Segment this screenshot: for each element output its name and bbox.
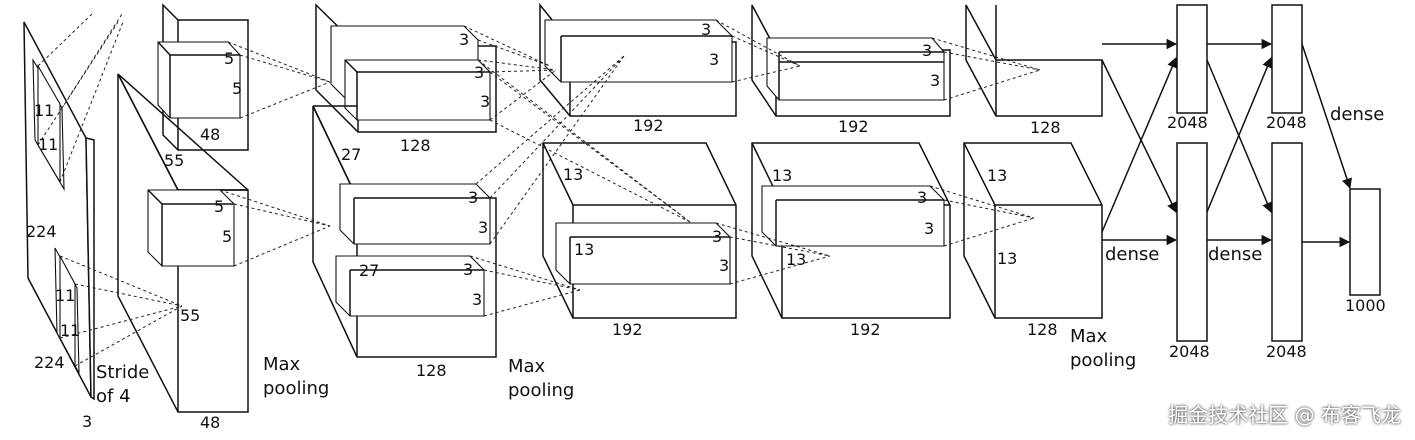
- conv3-k1: 3: [701, 20, 711, 39]
- conv2-depth-top: 128: [400, 136, 431, 155]
- conv3-k3: 3: [712, 227, 722, 246]
- conv5-depth-bottom: 128: [1027, 320, 1058, 339]
- conv3-k2: 3: [709, 50, 719, 69]
- conv4-volume-top: [751, 4, 951, 117]
- fc8-column: [1349, 188, 1381, 296]
- fc6-top-size: 2048: [1167, 113, 1208, 132]
- stride-label-line1: Stride: [96, 362, 149, 383]
- conv4-k4: 3: [924, 219, 934, 238]
- input-kernel-label-c: 11: [55, 286, 75, 305]
- input-width-label: 224: [26, 222, 57, 241]
- conv4-depth-top: 192: [838, 117, 869, 136]
- conv5-size: 13: [987, 166, 1007, 185]
- watermark: 掘金技术社区 @ 布客飞龙: [1168, 403, 1401, 427]
- conv2-k3: 3: [480, 92, 490, 111]
- fc6-dense-label: dense: [1105, 244, 1159, 265]
- conv3-volume-bottom: [542, 142, 737, 319]
- fc6-bottom-column: [1176, 142, 1208, 342]
- conv4-k1: 3: [922, 41, 932, 60]
- conv1-kernel-top-a: 5: [224, 49, 234, 68]
- conv1-volume-top: [157, 3, 249, 151]
- conv4-k3: 3: [917, 188, 927, 207]
- pool3-label-line1: Max: [1070, 326, 1108, 347]
- conv1-kernel-bot-b: 5: [222, 227, 232, 246]
- input-kernel-label-d: 11: [60, 321, 80, 340]
- conv2-k7: 3: [472, 290, 482, 309]
- conv4-k2: 3: [930, 71, 940, 90]
- fc7-top-size: 2048: [1266, 113, 1307, 132]
- pool1-label-line1: Max: [263, 354, 301, 375]
- conv4-size-inner: 13: [786, 250, 806, 269]
- fc6-top-column: [1176, 4, 1208, 114]
- stride-label-line2: of 4: [96, 386, 131, 407]
- conv4-kernel-top: [766, 37, 945, 101]
- conv1-depth-bottom: 48: [200, 413, 220, 432]
- conv1-kernel-bot-a: 5: [214, 197, 224, 216]
- conv4-depth-bottom: 192: [850, 320, 881, 339]
- fc7-bottom-column: [1271, 142, 1303, 342]
- conv1-volume-bottom: [117, 73, 249, 413]
- conv3-size-inner: 13: [574, 240, 594, 259]
- conv2-volume-bottom: [312, 105, 497, 358]
- fc7-dense-label: dense: [1208, 244, 1262, 265]
- fc8-size: 1000: [1345, 296, 1386, 315]
- conv3-depth-bottom: 192: [612, 320, 643, 339]
- conv2-k2: 3: [474, 63, 484, 82]
- conv2-k5: 3: [478, 218, 488, 237]
- conv2-volume-top: [315, 3, 497, 133]
- conv1-size-bottom-label: 55: [180, 306, 200, 325]
- conv1-kernel-top-b: 5: [232, 79, 242, 98]
- conv5-volume-bottom: [963, 142, 1103, 319]
- dense-arrows: [1101, 38, 1352, 248]
- pool2-label-line1: Max: [508, 356, 546, 377]
- pool2-label-line2: pooling: [508, 380, 574, 401]
- input-depth-label: 3: [82, 412, 92, 431]
- input-kernel-label-a: 11: [34, 101, 54, 120]
- conv2-depth-bottom: 128: [416, 361, 447, 380]
- fc7-top-column: [1271, 4, 1303, 114]
- input-kernel-label-b: 11: [38, 135, 58, 154]
- conv2-k1: 3: [459, 30, 469, 49]
- conv4-size: 13: [772, 166, 792, 185]
- conv2-kernel-top: [344, 59, 491, 121]
- conv2-k6: 3: [463, 260, 473, 279]
- conv2-size-inner: 27: [359, 261, 379, 280]
- conv4-volume-bottom: [751, 142, 951, 319]
- conv1-size-label: 55: [164, 151, 184, 170]
- pool1-label-line2: pooling: [263, 378, 329, 399]
- input-height-label: 224: [34, 353, 65, 372]
- fc8-dense-label: dense: [1330, 104, 1384, 125]
- conv2-size: 27: [341, 145, 361, 164]
- conv3-k4: 3: [719, 256, 729, 275]
- pool3-label-line2: pooling: [1070, 350, 1136, 371]
- conv5-depth-top: 128: [1030, 118, 1061, 137]
- conv1-depth-top: 48: [200, 125, 220, 144]
- conv5-size-inner: 13: [997, 249, 1017, 268]
- conv3-size: 13: [563, 165, 583, 184]
- conv3-volume-top: [539, 2, 737, 117]
- conv5-volume-top: [965, 4, 1103, 117]
- conv3-depth-top: 192: [633, 116, 664, 135]
- conv2-k4: 3: [468, 188, 478, 207]
- fc6-bottom-size: 2048: [1169, 342, 1210, 361]
- fc7-bottom-size: 2048: [1266, 342, 1307, 361]
- input-volume: [23, 21, 95, 401]
- dashed-connections: [37, 13, 1041, 367]
